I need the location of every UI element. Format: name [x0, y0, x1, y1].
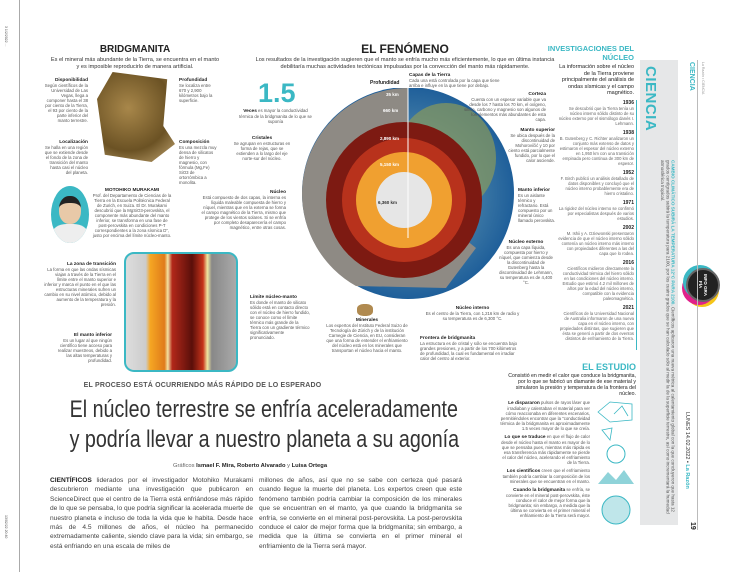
estudio-box: EL ESTUDIO Consistió en medir el calor q…	[500, 362, 636, 528]
margin-note-bottom: 13/02/22 20:40	[4, 515, 8, 539]
murakami-photo	[51, 186, 89, 243]
fenomeno-subtitle: Los resultados de la investigación sugie…	[255, 57, 555, 70]
inner-core	[376, 172, 432, 228]
bridgmanita-title: BRIDGMANITA	[99, 44, 171, 55]
estudio-item: Le dispararon pulsos de rayos láser que …	[500, 400, 590, 431]
margin-note-top: 3 1/2/2022 ...	[4, 26, 8, 47]
depth-6360: 6,360 km	[378, 200, 398, 205]
bridgmanita-rock-image	[97, 72, 175, 162]
fenomeno-title: EL FENÓMENO	[361, 42, 449, 56]
estudio-item: Cuando la bridgmanita se enfría, se conv…	[505, 487, 590, 518]
depth-2890: 2,890 km	[380, 136, 400, 141]
depth-5150: 5,150 km	[380, 162, 400, 167]
diamond-icon	[601, 427, 613, 441]
folio-section: CIENCIA	[688, 62, 695, 91]
estudio-item: Los científicos creen que el enfriamient…	[502, 468, 590, 484]
bridgmanita-subtitle: Es el mineral más abundante de la Tierra…	[50, 57, 220, 70]
article-headline: El núcleo terrestre se enfría aceleradam…	[69, 396, 460, 453]
estudio-title: EL ESTUDIO	[582, 362, 636, 372]
folio-note: La Razón • CIENCIA	[701, 62, 705, 95]
article-credits: Gráficos Ismael F. Mira, Roberto Alvarad…	[172, 463, 328, 469]
mountains-icon	[598, 470, 634, 484]
earth-cross-section	[301, 88, 514, 299]
stat-description: Veces es mayor la conductividad térmica …	[239, 108, 312, 124]
folio-date: LUNES 14.02.2022 • La Razón	[684, 412, 690, 489]
estudio-illustrations	[597, 401, 634, 525]
stat-value: 1.5	[258, 78, 296, 108]
page-margin	[0, 0, 20, 572]
laser-icon	[597, 401, 633, 423]
mantle-zoom-image	[124, 252, 238, 372]
depth-label: Profundidad	[370, 80, 400, 86]
article-column-2: millones de años, así que no se sabe con…	[259, 477, 462, 550]
banner-text: CAMBIO CLIMÁTICO SUBIRÁ LA TEMPERATURA 1…	[660, 160, 676, 514]
side-banner: CIENCIA CAMBIO CLIMÁTICO SUBIRÁ LA TEMPE…	[640, 60, 678, 525]
minerales-rock-icon	[357, 304, 373, 316]
depth-660: 660 km	[383, 108, 399, 113]
banner-section: CIENCIA	[642, 66, 659, 132]
page-number: 19	[689, 522, 696, 530]
investigaciones-title: INVESTIGACIONES DEL NÚCLEO	[547, 44, 634, 62]
infografia-badge: INFO GRA FÍA	[686, 268, 720, 302]
estudio-subtitle: Consistió en medir el calor que conduce …	[508, 373, 636, 397]
article-column-1: CIENTÍFICOS liderados por el investigado…	[50, 477, 253, 550]
depth-35: 35 km	[386, 92, 399, 97]
mineral-icon	[601, 495, 631, 525]
article-kicker: EL PROCESO ESTÁ OCURRIENDO MÁS RÁPIDO DE…	[83, 382, 322, 389]
folio-rule	[697, 60, 698, 530]
estudio-item: Lo que se traduce en que el flujo de cal…	[501, 434, 590, 465]
heat-flow-icon	[606, 444, 626, 464]
investigaciones-subtitle: La información sobre el núcleo de la Tie…	[559, 64, 634, 96]
